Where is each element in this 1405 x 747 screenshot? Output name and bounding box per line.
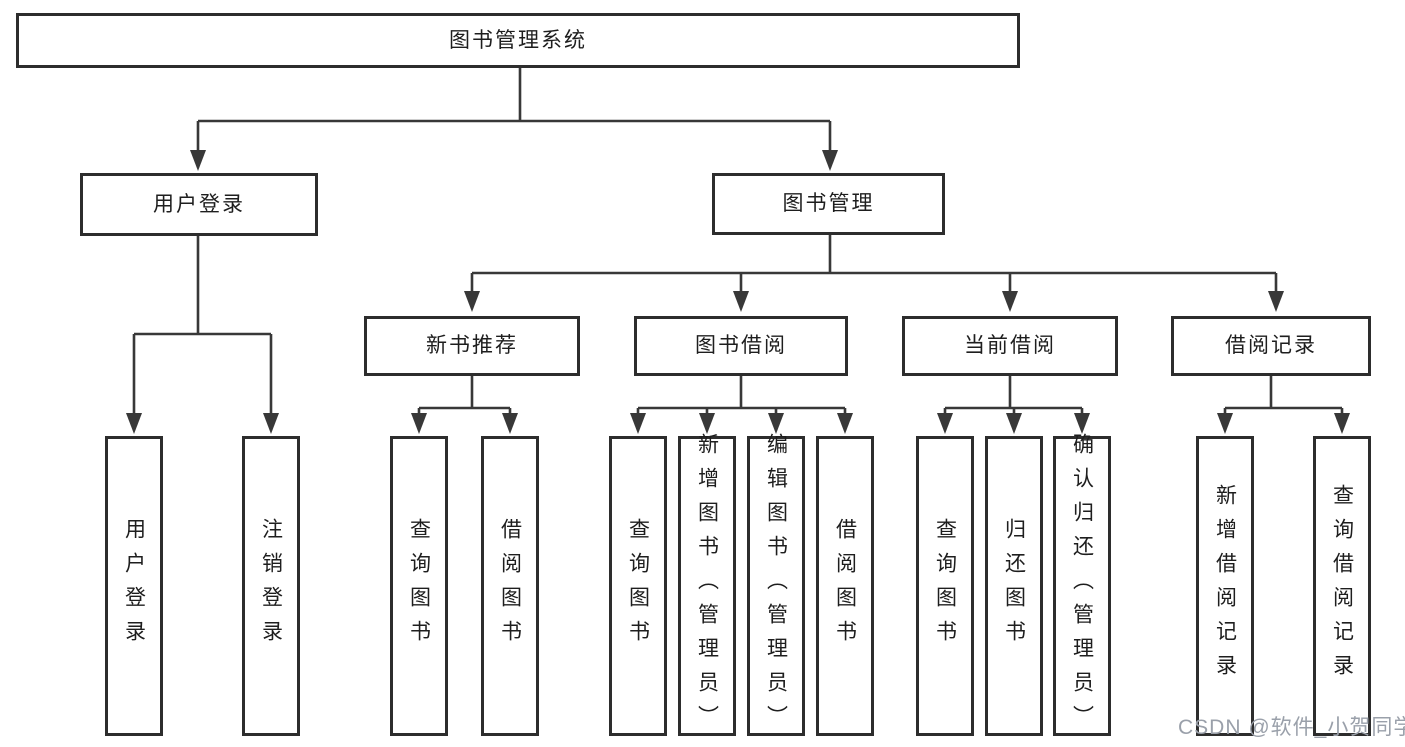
leaf-edit-book-admin: 编辑图书（管理员） (747, 433, 805, 739)
node-label: 当前借阅 (964, 334, 1056, 358)
leaf-query-books-current: 查询图书 (916, 436, 974, 736)
node-label: 新增图书（管理员） (695, 433, 719, 739)
node-book-borrow: 图书借阅 (634, 316, 848, 376)
leaf-borrow-books: 借阅图书 (816, 436, 874, 736)
leaf-logout: 注销登录 (242, 436, 300, 736)
node-borrow-records: 借阅记录 (1171, 316, 1371, 376)
node-label: 新增借阅记录 (1213, 484, 1237, 688)
node-label: 查询图书 (933, 518, 957, 654)
watermark-text: CSDN @软件_小贺同学 (1178, 716, 1405, 739)
node-label: 归还图书 (1002, 518, 1026, 654)
node-label: 用户登录 (122, 518, 146, 654)
node-label: 查询图书 (626, 518, 650, 654)
leaf-return-book: 归还图书 (985, 436, 1043, 736)
node-user-login-branch: 用户登录 (80, 173, 318, 236)
node-root: 图书管理系统 (16, 13, 1020, 68)
leaf-query-books-borrow: 查询图书 (609, 436, 667, 736)
node-label: 借阅图书 (498, 518, 522, 654)
node-label: 借阅记录 (1225, 334, 1317, 358)
node-label: 新书推荐 (426, 334, 518, 358)
node-current-borrow: 当前借阅 (902, 316, 1118, 376)
leaf-add-book-admin: 新增图书（管理员） (678, 433, 736, 739)
node-new-book-recommend: 新书推荐 (364, 316, 580, 376)
leaf-confirm-return-admin: 确认归还（管理员） (1053, 433, 1111, 739)
node-label: 图书借阅 (695, 334, 787, 358)
leaf-user-login: 用户登录 (105, 436, 163, 736)
leaf-query-borrow-record: 查询借阅记录 (1313, 436, 1371, 736)
node-label: 查询图书 (407, 518, 431, 654)
leaf-add-borrow-record: 新增借阅记录 (1196, 436, 1254, 736)
node-label: 确认归还（管理员） (1070, 433, 1094, 739)
node-label: 查询借阅记录 (1330, 484, 1354, 688)
node-label: 图书管理 (782, 192, 875, 216)
leaf-borrow-books-recommend: 借阅图书 (481, 436, 539, 736)
node-label: 图书管理系统 (449, 28, 587, 52)
node-label: 编辑图书（管理员） (764, 433, 788, 739)
leaf-query-books-recommend: 查询图书 (390, 436, 448, 736)
arrowhead-icons (126, 150, 1350, 434)
node-book-management: 图书管理 (712, 173, 945, 235)
node-label: 用户登录 (153, 192, 245, 216)
node-label: 注销登录 (259, 518, 283, 654)
node-label: 借阅图书 (833, 518, 857, 654)
